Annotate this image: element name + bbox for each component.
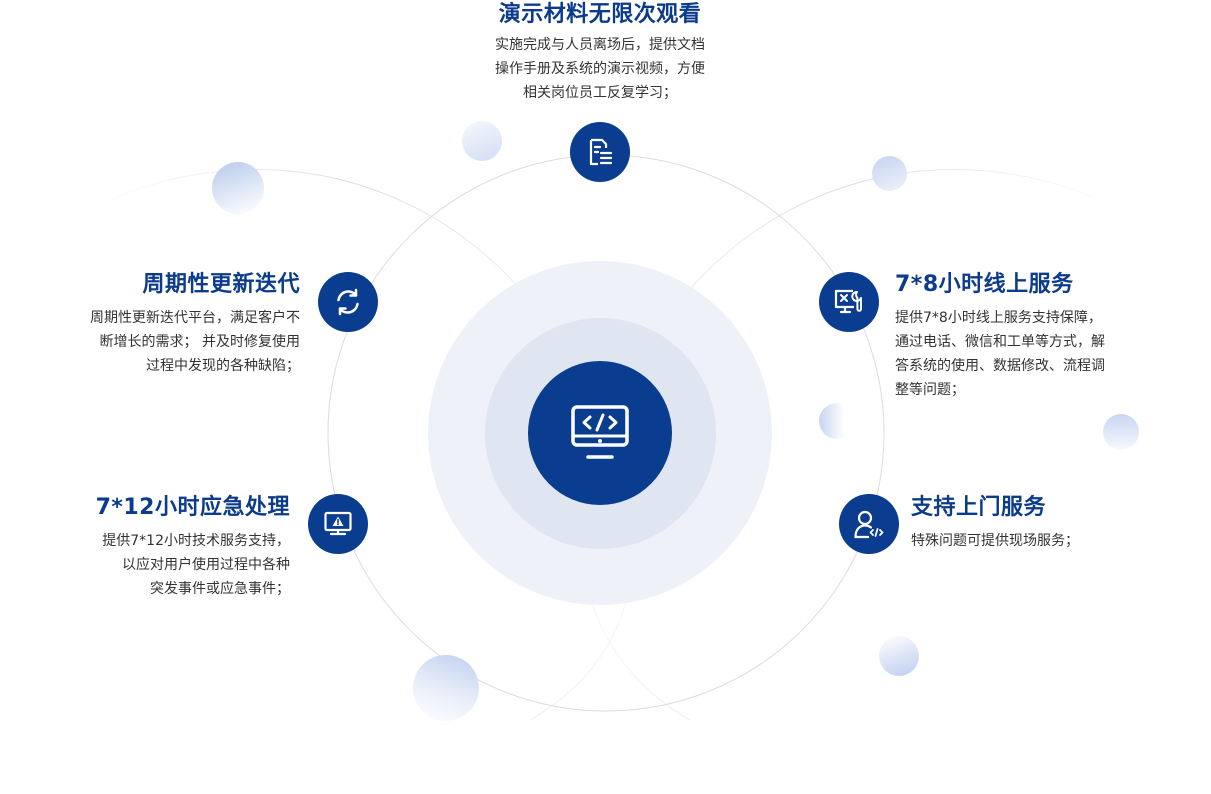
feature-title: 7*12小时应急处理 xyxy=(95,495,290,520)
feature-description: 提供7*8小时线上服务支持保障， 通过电话、微信和工单等方式，解 答系统的使用、… xyxy=(895,310,1105,398)
decor-bubble xyxy=(819,403,855,439)
monitor-wrench-icon xyxy=(834,289,862,314)
decor-bubble xyxy=(212,162,264,214)
center-hub xyxy=(528,361,672,505)
user-code-icon xyxy=(854,510,884,539)
feature-title: 7*8小时线上服务 xyxy=(895,272,1074,297)
feature-iteration: 周期性更新迭代 周期性更新迭代平台，满足客户不 断增长的需求； 并及时修复使用 … xyxy=(20,270,300,378)
feature-title: 演示材料无限次观看 xyxy=(498,2,702,27)
feature-description: 特殊问题可提供现场服务； xyxy=(911,533,1079,549)
refresh-icon xyxy=(337,288,359,316)
monitor-warning-icon xyxy=(324,511,352,536)
decor-bubble xyxy=(462,121,502,161)
iteration-icon-badge xyxy=(318,272,378,332)
feature-description: 提供7*12小时技术服务支持， 以应对用户使用过程中各种 突发事件或应急事件； xyxy=(102,533,290,597)
onsite-icon-badge xyxy=(839,494,899,554)
document-list-icon xyxy=(589,138,613,166)
feature-demo: 演示材料无限次观看 实施完成与人员离场后，提供文档 操作手册及系统的演示视频，方… xyxy=(440,0,760,105)
feature-title: 周期性更新迭代 xyxy=(142,272,300,297)
feature-online: 7*8小时线上服务 提供7*8小时线上服务支持保障， 通过电话、微信和工单等方式… xyxy=(895,270,1185,402)
feature-emergency: 7*12小时应急处理 提供7*12小时技术服务支持， 以应对用户使用过程中各种 … xyxy=(20,493,290,601)
decor-bubble xyxy=(872,156,907,191)
decor-bubble xyxy=(1103,414,1139,450)
monitor-code-icon xyxy=(571,405,629,459)
emergency-icon-badge xyxy=(308,494,368,554)
feature-onsite: 支持上门服务 特殊问题可提供现场服务； xyxy=(911,493,1171,553)
decor-bubble xyxy=(413,655,479,721)
demo-icon-badge xyxy=(570,122,630,182)
feature-title: 支持上门服务 xyxy=(911,495,1047,520)
decor-bubble xyxy=(879,636,919,676)
feature-description: 实施完成与人员离场后，提供文档 操作手册及系统的演示视频，方便 相关岗位员工反复… xyxy=(495,37,705,101)
feature-description: 周期性更新迭代平台，满足客户不 断增长的需求； 并及时修复使用 过程中发现的各种… xyxy=(90,310,300,374)
online-icon-badge xyxy=(819,272,879,332)
